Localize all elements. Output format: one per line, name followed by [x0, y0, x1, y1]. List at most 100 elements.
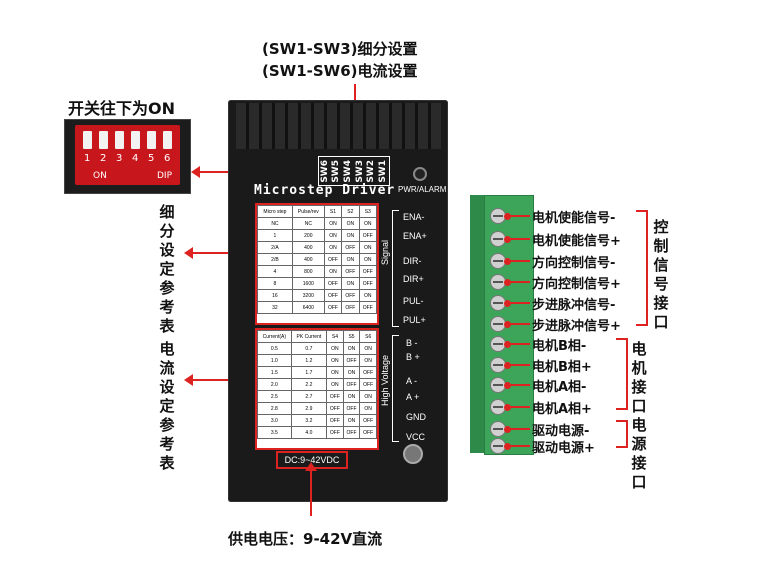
micro-table-arrow: [190, 252, 260, 254]
terminal-label: 电机A相+: [532, 402, 592, 417]
table-cell: ON: [359, 390, 377, 403]
dip-key[interactable]: [115, 131, 124, 149]
dip-key[interactable]: [131, 131, 140, 149]
table-cell: OFF: [341, 241, 360, 254]
control-group-label: 控制信号接口: [652, 218, 670, 332]
table-cell: 3200: [291, 289, 325, 302]
table-cell: ON: [341, 217, 360, 230]
table-cell: ON: [358, 253, 378, 266]
table-cell: 400: [291, 253, 325, 266]
current-note-char: 流: [159, 359, 175, 377]
table-cell: OFF: [341, 265, 360, 278]
terminal-leader-dot: [504, 341, 511, 348]
terminal-label: 步进脉冲信号+: [532, 319, 621, 334]
sw1-label: SW1: [378, 159, 389, 183]
table-cell: OFF: [326, 414, 344, 427]
dip-key[interactable]: [163, 131, 172, 149]
dip-key-number: 5: [148, 153, 155, 164]
table-cell: ON: [342, 390, 361, 403]
table-cell: OFF: [323, 277, 343, 290]
terminal-label: 驱动电源+: [532, 441, 595, 456]
table-cell: ON: [341, 229, 360, 242]
table-cell: ON: [342, 366, 361, 379]
power-group-char: 口: [631, 473, 647, 491]
table-cell: 6400: [291, 301, 325, 314]
table-cell: 2.0: [257, 378, 292, 391]
table-cell: ON: [326, 378, 344, 391]
table-cell: 8: [257, 277, 293, 290]
terminal-leader-dot: [504, 213, 511, 220]
sw3-label: SW3: [354, 159, 365, 183]
dip-key[interactable]: [83, 131, 92, 149]
control-group-char: 制: [653, 237, 669, 255]
control-group-char: 口: [653, 313, 669, 331]
heatsink-fins: [236, 103, 441, 149]
pwr-alarm-label: PWR/ALARM: [398, 185, 447, 194]
micro-note-char: 细: [159, 203, 175, 221]
table-cell: ON: [342, 342, 361, 355]
dip-key[interactable]: [147, 131, 156, 149]
motor-group-char: 接: [631, 378, 647, 396]
pwr-led: [413, 167, 427, 181]
terminal-leader-line: [506, 260, 530, 262]
table-cell: OFF: [358, 301, 378, 314]
table-cell: 4: [257, 265, 293, 278]
signal-pin-label: ENA-: [403, 212, 425, 222]
table-cell: OFF: [359, 378, 377, 391]
table-cell: OFF: [323, 253, 343, 266]
table-cell: OFF: [323, 289, 343, 302]
table-cell: NC: [291, 217, 325, 230]
table-header-cell: PK Current: [290, 330, 328, 343]
table-header-cell: Micro step: [257, 205, 293, 218]
table-cell: ON: [342, 414, 361, 427]
power-pin-label: A -: [406, 376, 418, 386]
power-pin-label: A +: [406, 392, 420, 402]
driver-title: Microstep Driver: [254, 183, 396, 198]
table-header-cell: S4: [326, 330, 344, 343]
power-group-char: 接: [631, 454, 647, 472]
power-bracket: [616, 420, 628, 448]
table-cell: 2.5: [257, 390, 292, 403]
terminal-label: 电机使能信号-: [532, 211, 616, 226]
table-header-cell: Pulse/rev: [291, 205, 325, 218]
table-cell: OFF: [342, 354, 361, 367]
terminal-leader-dot: [504, 443, 511, 450]
table-cell: ON: [326, 366, 344, 379]
signal-bracket: [392, 210, 399, 327]
table-cell: OFF: [341, 301, 360, 314]
table-header-cell: S1: [323, 205, 343, 218]
micro-note-char: 考: [159, 298, 175, 316]
micro-note-char: 设: [159, 241, 175, 259]
current-note-char: 参: [159, 416, 175, 434]
table-cell: 2.7: [290, 390, 328, 403]
terminal-label: 电机使能信号+: [532, 234, 621, 249]
table-cell: ON: [358, 241, 378, 254]
table-cell: 1.5: [257, 366, 292, 379]
micro-note-char: 定: [159, 260, 175, 278]
signal-pin-label: DIR+: [403, 274, 424, 284]
table-cell: 2.9: [290, 402, 328, 415]
table-cell: 2.8: [257, 402, 292, 415]
terminal-leader-line: [506, 281, 530, 283]
sw2-label: SW2: [366, 159, 377, 183]
table-cell: OFF: [326, 390, 344, 403]
dip-key[interactable]: [99, 131, 108, 149]
signal-pin-label: ENA+: [403, 231, 427, 241]
table-cell: 200: [291, 229, 325, 242]
terminal-leader-dot: [504, 362, 511, 369]
current-table-arrowhead: [184, 374, 193, 386]
terminal-leader-line: [506, 364, 530, 366]
